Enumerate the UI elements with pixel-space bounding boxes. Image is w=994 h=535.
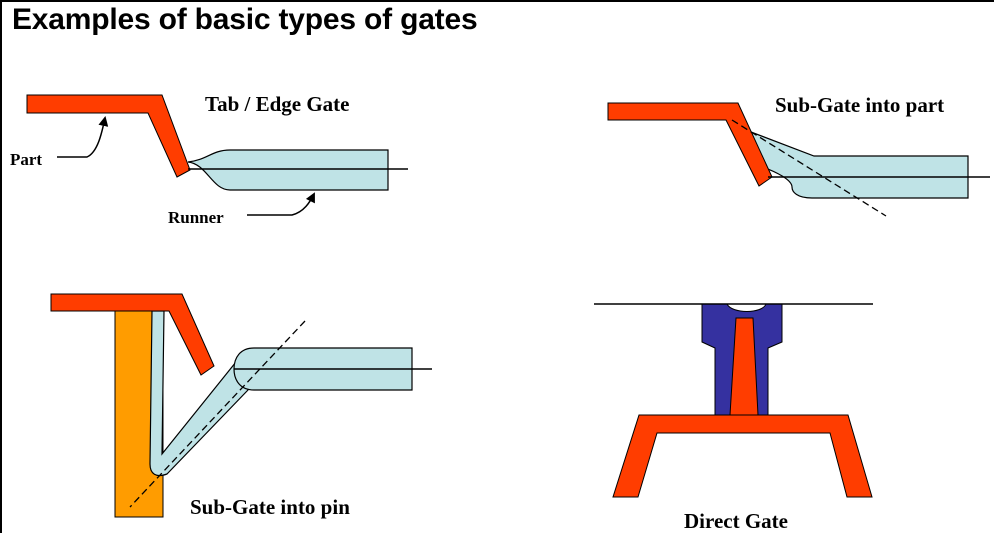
page-title: Examples of basic types of gates — [12, 3, 478, 36]
runner-label: Runner — [168, 208, 224, 227]
sub-part-runner — [728, 122, 969, 199]
sub-part-part — [607, 102, 773, 187]
sub-part-dashed-line — [731, 119, 887, 217]
pin-part — [50, 293, 215, 376]
tab-edge-gate-label: Tab / Edge Gate — [205, 92, 350, 116]
sub-gate-pin-diagram: Sub-Gate into pin — [50, 293, 432, 519]
part-label: Part — [10, 150, 42, 169]
direct-gate-diagram: Direct Gate — [594, 303, 873, 533]
part-leader — [57, 116, 109, 158]
sub-gate-pin-label: Sub-Gate into pin — [190, 495, 350, 519]
pin-dashed-line — [129, 320, 306, 508]
sub-gate-part-label: Sub-Gate into part — [775, 93, 944, 117]
tab-part — [26, 94, 191, 178]
tab-edge-gate-diagram: Tab / Edge Gate Part Runner — [10, 92, 408, 227]
direct-gate-label: Direct Gate — [684, 509, 788, 533]
direct-part — [612, 414, 873, 498]
tab-runner — [187, 149, 389, 191]
sub-gate-part-diagram: Sub-Gate into part — [607, 93, 990, 217]
runner-leader — [247, 192, 315, 216]
